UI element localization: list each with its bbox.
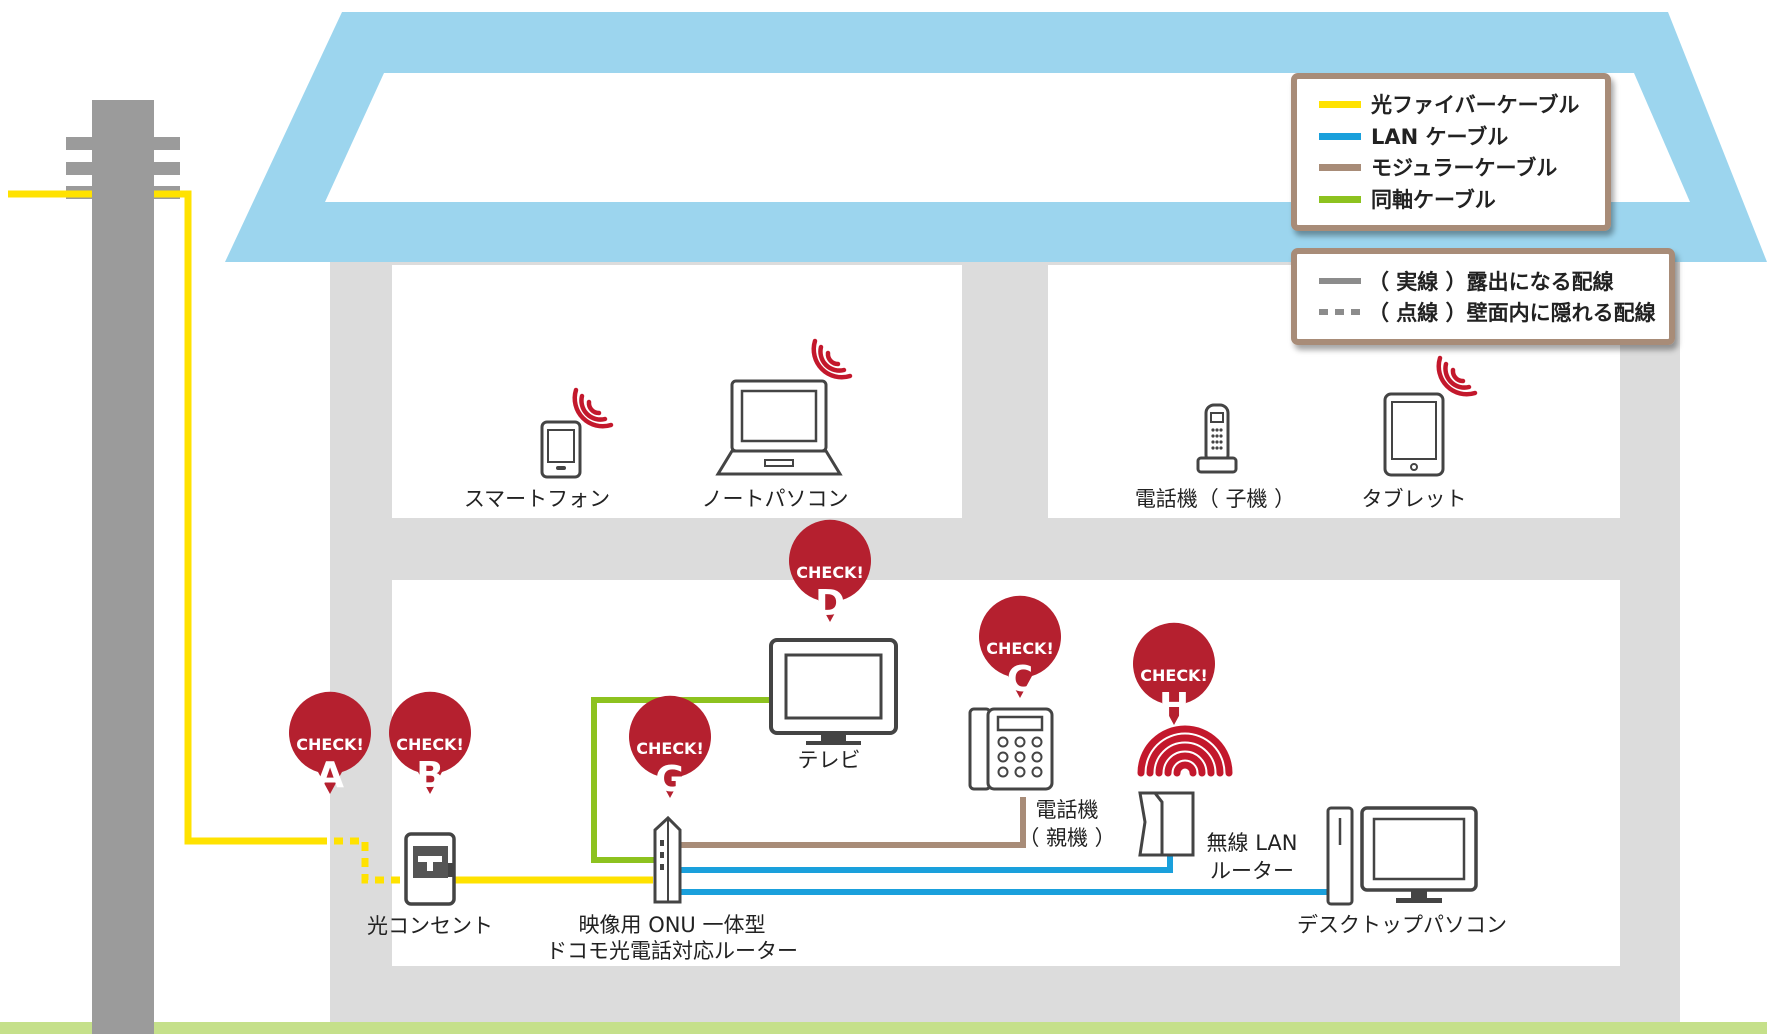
check-marker-a: CHECK! A: [289, 691, 371, 796]
phone-handset-label: 電話機（ 子機 ）: [1135, 487, 1295, 511]
legend-label-solid: （ 実線 ）露出になる配線: [1368, 270, 1614, 294]
onu-label-sub: ドコモ光電話対応ルーター: [546, 939, 798, 963]
legend-label-modular: モジュラーケーブル: [1371, 156, 1557, 180]
line-style-legend: （ 実線 ）露出になる配線 （ 点線 ）壁面内に隠れる配線: [1291, 248, 1675, 345]
wireless-router-icon: [1138, 791, 1195, 857]
cable-legend: 光ファイバーケーブル LAN ケーブル モジュラーケーブル 同軸ケーブル: [1291, 73, 1611, 231]
tv-label: テレビ: [798, 748, 861, 772]
optical-outlet-label: 光コンセント: [367, 914, 493, 938]
phone-base-label-sub: （ 親機 ）: [1018, 826, 1115, 850]
phone-base-icon: [968, 707, 1054, 791]
phone-handset-icon: [1196, 403, 1238, 474]
legend-swatch-modular: [1319, 164, 1361, 171]
legend-swatch-dotted: [1319, 309, 1360, 315]
wireless-router-label: 無線 LAN: [1207, 831, 1298, 855]
check-marker-c: CHECK! C: [979, 595, 1061, 700]
desktop-label: デスクトップパソコン: [1297, 913, 1507, 937]
legend-swatch-fiber: [1319, 101, 1361, 108]
tv-icon: [769, 638, 898, 745]
check-marker-d: CHECK! D: [789, 519, 871, 624]
wifi-icon-laptop: [811, 338, 853, 380]
check-marker-g: CHECK! G: [629, 695, 711, 800]
onu-label: 映像用 ONU 一体型: [579, 913, 766, 937]
check-marker-b: CHECK! B: [389, 691, 471, 796]
legend-label-coax: 同軸ケーブル: [1371, 188, 1496, 212]
legend-swatch-solid: [1319, 278, 1361, 284]
modular-cable: [680, 797, 1026, 848]
legend-label-fiber: 光ファイバーケーブル: [1370, 93, 1579, 117]
svg-text:CHECK!: CHECK!: [396, 735, 464, 754]
svg-text:D: D: [815, 583, 845, 624]
wifi-icon-tablet: [1436, 355, 1478, 397]
legend-label-lan: LAN ケーブル: [1371, 125, 1508, 149]
laptop-icon: [715, 379, 843, 476]
svg-text:C: C: [1007, 659, 1033, 700]
legend-label-dotted: （ 点線 ）壁面内に隠れる配線: [1368, 301, 1656, 325]
smartphone-label: スマートフォン: [464, 487, 610, 511]
svg-text:CHECK!: CHECK!: [796, 563, 864, 582]
room-upper-left: [392, 265, 962, 518]
svg-text:CHECK!: CHECK!: [1140, 666, 1208, 685]
fiber-cable: [8, 190, 653, 884]
lan-cable-router: [680, 855, 1173, 873]
svg-text:CHECK!: CHECK!: [296, 735, 364, 754]
check-marker-h: CHECK! H: [1133, 622, 1215, 727]
utility-pole: [66, 100, 180, 1034]
ground-strip: [0, 1022, 1767, 1034]
svg-text:G: G: [655, 759, 685, 800]
svg-text:H: H: [1159, 686, 1189, 727]
onu-router-icon: [653, 815, 682, 904]
legend-swatch-lan: [1319, 133, 1361, 140]
wireless-router-label-sub: ルーター: [1210, 859, 1294, 883]
laptop-label: ノートパソコン: [702, 487, 849, 511]
optical-outlet-icon: [404, 832, 456, 906]
svg-text:CHECK!: CHECK!: [636, 739, 704, 758]
phone-base-label: 電話機: [1036, 798, 1099, 822]
tablet-label: タブレット: [1362, 487, 1467, 511]
svg-text:A: A: [316, 755, 344, 796]
desktop-pc-icon: [1326, 806, 1478, 906]
smartphone-icon: [540, 420, 582, 479]
svg-text:CHECK!: CHECK!: [986, 639, 1054, 658]
wifi-icon-router: [1137, 725, 1233, 777]
tablet-icon: [1383, 392, 1445, 477]
svg-text:B: B: [416, 755, 443, 796]
wifi-icon-smartphone: [572, 387, 614, 429]
legend-swatch-coax: [1319, 196, 1361, 203]
